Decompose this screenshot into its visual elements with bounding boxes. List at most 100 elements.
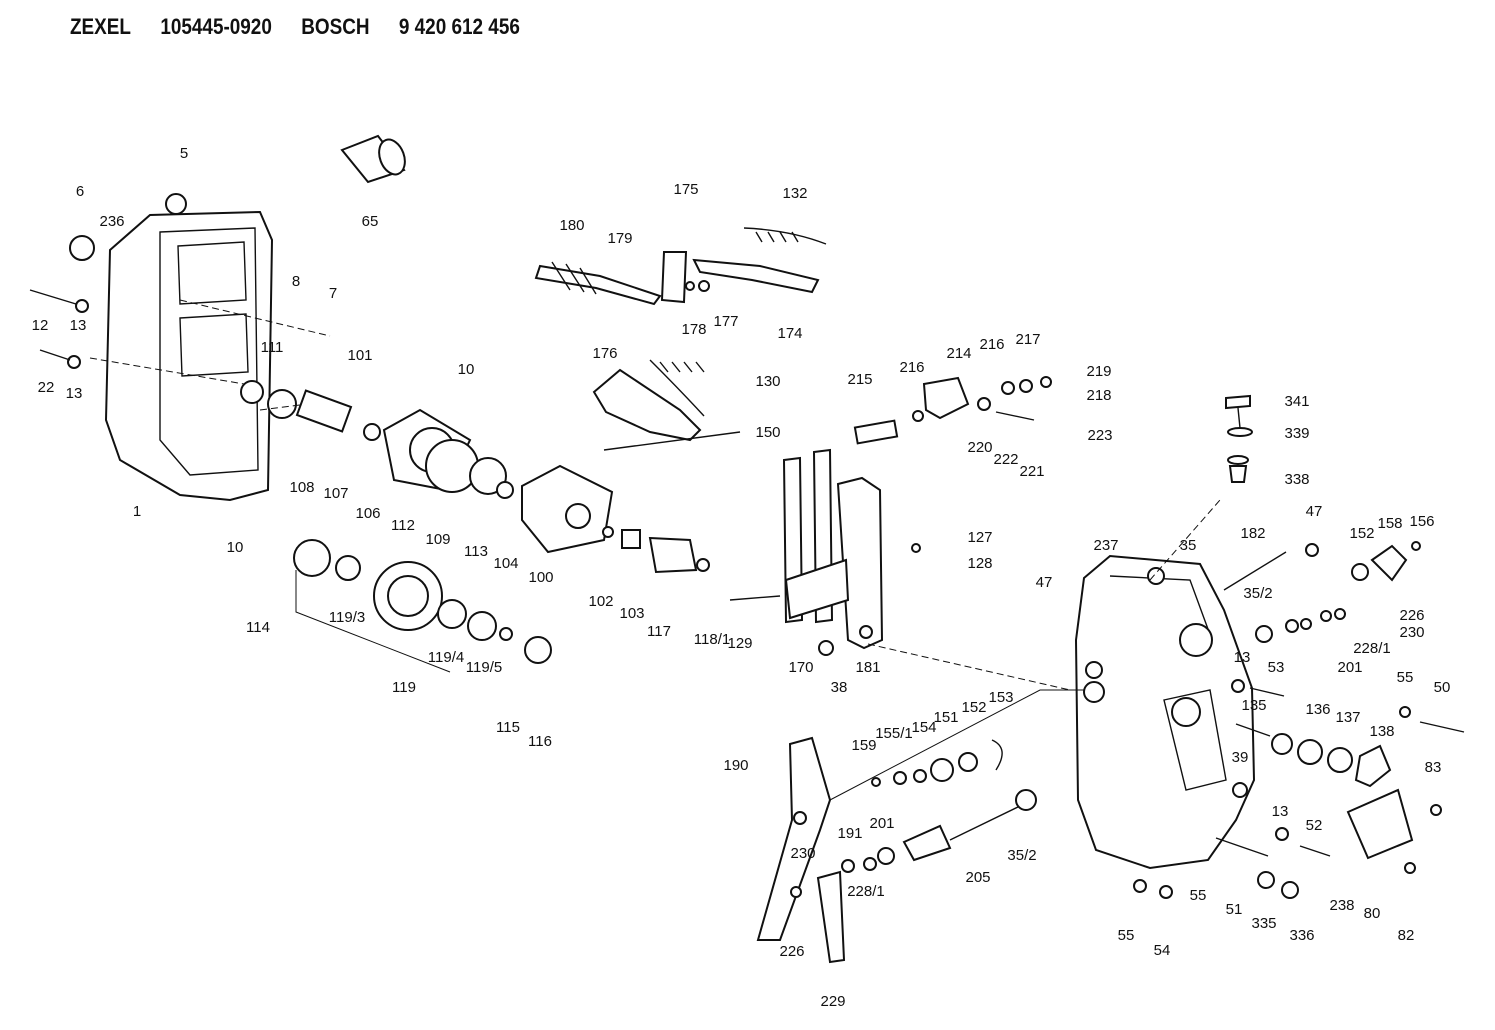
- part-label: 111: [261, 339, 284, 356]
- part-label: 177: [713, 313, 738, 330]
- part-label: 106: [355, 505, 380, 522]
- part-label: 130: [755, 373, 780, 390]
- part-label: 221: [1019, 463, 1044, 480]
- part-label: 51: [1226, 901, 1243, 918]
- part-label: 119: [392, 679, 416, 696]
- part-label: 114: [246, 619, 270, 636]
- part-label: 117: [647, 623, 671, 640]
- part-label: 83: [1425, 759, 1442, 776]
- part-label: 336: [1289, 927, 1314, 944]
- brand-zexel: ZEXEL: [70, 14, 131, 39]
- part-label: 159: [851, 737, 876, 754]
- part-label: 229: [820, 993, 845, 1010]
- part-label: 35/2: [1243, 585, 1272, 602]
- part-label: 22: [38, 379, 55, 396]
- cover-drawing: [867, 499, 1256, 870]
- part-label: 238: [1329, 897, 1354, 914]
- lever-drawing: [729, 448, 884, 656]
- part-label: 104: [493, 555, 518, 572]
- linkage-drawing: [534, 227, 827, 451]
- part-label: 201: [1337, 659, 1362, 676]
- part-label: 150: [755, 424, 780, 441]
- part-label: 228/1: [847, 883, 885, 900]
- shaft-bearing-drawing: [240, 380, 710, 673]
- part-label: 179: [607, 230, 632, 247]
- part-label: 136: [1305, 701, 1330, 718]
- part-label: 127: [967, 529, 992, 546]
- part-label: 118/1: [694, 631, 730, 648]
- part-label: 102: [588, 593, 613, 610]
- part-label: 47: [1306, 503, 1323, 520]
- part-label: 1: [133, 503, 141, 520]
- part-label: 223: [1087, 427, 1112, 444]
- part-label: 174: [777, 325, 802, 342]
- part-label: 158: [1377, 515, 1402, 532]
- part-label: 132: [782, 185, 807, 202]
- part-label: 219: [1086, 363, 1111, 380]
- part-label: 55: [1190, 887, 1207, 904]
- part-label: 129: [727, 635, 752, 652]
- part-label: 13: [1234, 649, 1251, 666]
- part-label: 6: [76, 183, 84, 200]
- part-label: 35: [1180, 537, 1197, 554]
- part-label: 170: [788, 659, 813, 676]
- part-label: 226: [1399, 607, 1424, 624]
- part-label: 119/4: [428, 649, 464, 666]
- part-label: 82: [1398, 927, 1415, 944]
- part-label: 115: [496, 719, 520, 736]
- part-label: 119/3: [329, 609, 365, 626]
- part-label: 341: [1284, 393, 1309, 410]
- part-label: 65: [362, 213, 379, 230]
- part-label: 216: [899, 359, 924, 376]
- part-label: 119/5: [466, 659, 502, 676]
- part-label: 53: [1268, 659, 1285, 676]
- part-label: 222: [993, 451, 1018, 468]
- part-label: 47: [1036, 574, 1053, 591]
- housing-drawing: [29, 193, 331, 502]
- part-label: 13: [70, 317, 87, 334]
- part-label: 135: [1241, 697, 1266, 714]
- part-label: 10: [227, 539, 244, 556]
- part-label: 226: [779, 943, 804, 960]
- part-label: 220: [967, 439, 992, 456]
- right-parts-drawing: [1133, 394, 1465, 899]
- part-label: 230: [1399, 624, 1424, 641]
- part-label: 339: [1284, 425, 1309, 442]
- part-number-zexel: 105445-0920: [160, 14, 272, 39]
- part-label: 180: [559, 217, 584, 234]
- diagram-header: ZEXEL 105445-0920 BOSCH 9 420 612 456: [70, 14, 544, 44]
- part-label: 215: [847, 371, 872, 388]
- part-label: 8: [292, 273, 300, 290]
- part-label: 216: [979, 336, 1004, 353]
- part-label: 109: [425, 531, 450, 548]
- part-label: 80: [1364, 905, 1381, 922]
- part-label: 176: [592, 345, 617, 362]
- part-label: 236: [99, 213, 124, 230]
- part-label: 214: [946, 345, 971, 362]
- part-label: 5: [180, 145, 188, 162]
- part-label: 50: [1434, 679, 1451, 696]
- part-label: 237: [1093, 537, 1118, 554]
- part-label: 128: [967, 555, 992, 572]
- part-label: 178: [681, 321, 706, 338]
- part-label: 190: [723, 757, 748, 774]
- part-label: 175: [673, 181, 698, 198]
- part-label: 54: [1154, 942, 1171, 959]
- part-label: 13: [1272, 803, 1289, 820]
- part-label: 151: [933, 709, 958, 726]
- control-parts-drawing: [853, 376, 1052, 553]
- part-label: 181: [855, 659, 880, 676]
- sleeve-drawing: [340, 134, 406, 184]
- part-label: 154: [911, 719, 936, 736]
- part-label: 107: [323, 485, 348, 502]
- part-label: 335: [1251, 915, 1276, 932]
- part-label: 112: [391, 517, 415, 534]
- part-label: 116: [528, 733, 552, 750]
- part-label: 228/1: [1353, 640, 1391, 657]
- part-label: 218: [1086, 387, 1111, 404]
- part-label: 100: [528, 569, 553, 586]
- lower-left-parts-drawing: [756, 689, 1084, 964]
- part-label: 156: [1409, 513, 1434, 530]
